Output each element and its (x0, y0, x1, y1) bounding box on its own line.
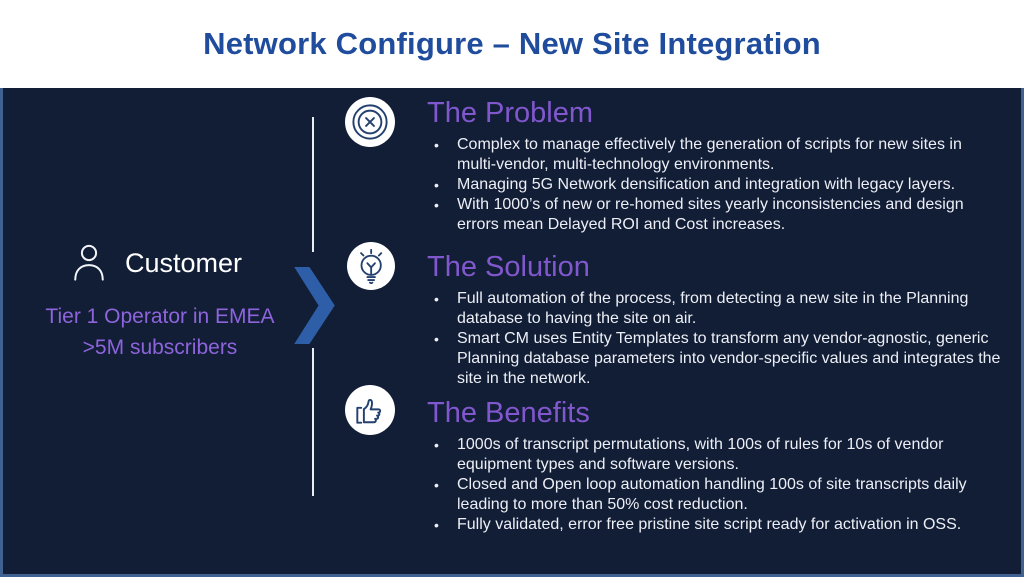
chevron-right-icon (294, 267, 335, 344)
bullet-item: • With 1000’s of new or re-homed sites ye… (427, 195, 1005, 235)
bullet-item: • 1000s of transcript permutations, with … (427, 435, 1005, 475)
content-panel: Customer Tier 1 Operator in EMEA >5M sub… (0, 88, 1024, 577)
bullet-text: Full automation of the process, from det… (457, 290, 969, 327)
section-benefits: The Benefits • 1000s of transcript permut… (427, 396, 1005, 535)
slide-header: Network Configure – New Site Integration (0, 0, 1024, 88)
bullet-marker: • (434, 437, 439, 453)
thumbs-up-icon (345, 385, 395, 435)
bullet-text: Smart CM uses Entity Templates to transf… (457, 330, 1001, 387)
bullet-text: Closed and Open loop automation handling… (457, 476, 967, 513)
bullet-item: • Fully validated, error free pristine si… (427, 515, 1005, 535)
error-circle-icon (345, 97, 395, 147)
problem-bullet-list: • Complex to manage effectively the gener… (427, 135, 1005, 235)
bullet-marker: • (434, 137, 439, 153)
bullet-item: • Full automation of the process, from de… (427, 289, 1005, 329)
timeline-line-top (312, 117, 314, 252)
customer-label: Customer (125, 247, 243, 278)
bullet-text: Managing 5G Network densification and in… (457, 176, 956, 193)
bullet-text: Complex to manage effectively the genera… (457, 136, 962, 173)
bullet-text: 1000s of transcript permutations, with 1… (457, 436, 944, 473)
bullet-marker: • (434, 331, 439, 347)
bullet-marker: • (434, 477, 439, 493)
person-icon (69, 241, 109, 285)
bullet-item: • Managing 5G Network densification and i… (427, 175, 1005, 195)
solution-bullet-list: • Full automation of the process, from de… (427, 289, 1005, 389)
bullet-marker: • (434, 197, 439, 213)
benefits-bullet-list: • 1000s of transcript permutations, with … (427, 435, 1005, 535)
bullet-item: • Smart CM uses Entity Templates to trans… (427, 329, 1005, 389)
bullet-item: • Closed and Open loop automation handlin… (427, 475, 1005, 515)
bullet-text: Fully validated, error free pristine sit… (457, 516, 962, 533)
customer-subtitle-line2: >5M subscribers (82, 336, 238, 359)
customer-subtitle-line1: Tier 1 Operator in EMEA (45, 305, 275, 328)
bullet-marker: • (434, 517, 439, 533)
page-title: Network Configure – New Site Integration (203, 26, 821, 61)
customer-subtitle: Tier 1 Operator in EMEA >5M subscribers (17, 301, 303, 363)
section-solution-title: The Solution (427, 251, 590, 283)
section-solution: The Solution • Full automation of the pro… (427, 250, 1005, 389)
section-problem: The Problem • Complex to manage effective… (427, 96, 1005, 235)
section-benefits-title: The Benefits (427, 397, 590, 429)
timeline-line-bottom (312, 348, 314, 496)
bullet-marker: • (434, 177, 439, 193)
bullet-item: • Complex to manage effectively the gener… (427, 135, 1005, 175)
bullet-marker: • (434, 291, 439, 307)
customer-block: Customer (69, 241, 242, 285)
lightbulb-icon (347, 242, 395, 290)
bullet-text: With 1000’s of new or re-homed sites yea… (457, 196, 964, 233)
section-problem-title: The Problem (427, 97, 594, 129)
